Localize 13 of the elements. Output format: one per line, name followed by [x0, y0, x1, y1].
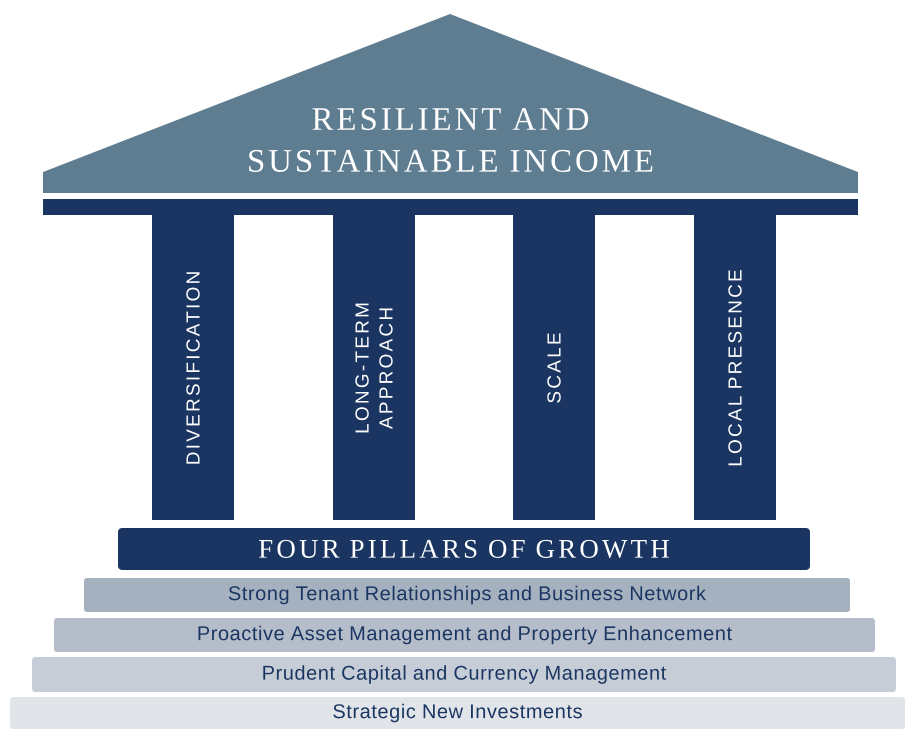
step-band: Strategic New Investments [10, 696, 905, 729]
step-band: Proactive Asset Management and Property Enhancement [54, 618, 875, 652]
step-band: Strong Tenant Relationships and Business Network [84, 578, 850, 612]
pillar: DIVERSIFICATION [152, 214, 234, 520]
base-band: FOUR PILLARS OF GROWTH [118, 528, 810, 570]
node-label: DIVERSIFICATION [186, 272, 200, 464]
node-label: LONG-TERM APPROACH [355, 304, 393, 432]
step-band: Prudent Capital and Currency Management [32, 656, 896, 692]
pillar: LONG-TERM APPROACH [333, 214, 415, 520]
node-label: SCALE [547, 333, 561, 403]
pillar: LOCAL PRESENCE [694, 214, 776, 520]
pillar: SCALE [513, 214, 595, 520]
node-label: LOCAL PRESENCE [728, 270, 742, 466]
